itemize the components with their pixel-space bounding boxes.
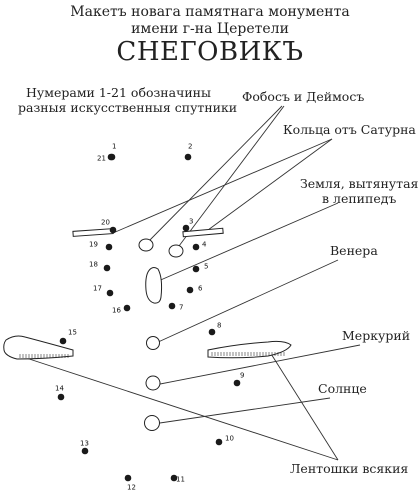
title-line-2: имени г-на Церетели xyxy=(131,21,289,37)
satellite-number: 2 xyxy=(188,143,192,151)
venus-leader-line xyxy=(155,259,339,344)
earth xyxy=(145,267,163,304)
satellite-dot xyxy=(215,438,223,446)
satellite-number: 13 xyxy=(80,440,89,448)
satellite-number: 3 xyxy=(189,218,193,226)
satellite-number: 19 xyxy=(89,241,98,249)
satellite-dot xyxy=(184,153,192,161)
satellite-number: 17 xyxy=(93,285,102,293)
satellite-number: 9 xyxy=(240,372,244,380)
mercury-leader-line xyxy=(154,344,361,386)
sun-leader-line xyxy=(152,397,331,425)
satellite-number: 21 xyxy=(97,155,106,163)
satellite-dot xyxy=(123,304,131,312)
satellite-dot xyxy=(182,224,190,232)
main-title: СНЕГОВИКЪ xyxy=(116,37,304,67)
satellite-dot xyxy=(186,286,194,294)
phobos-deimos-label: Фобосъ и Деймосъ xyxy=(242,89,365,104)
satellite-number: 11 xyxy=(176,476,185,484)
satellite-number: 4 xyxy=(202,241,207,249)
satellite-number: 1 xyxy=(112,143,116,151)
saturn-rings-label: Кольца отъ Сатурна xyxy=(283,122,416,137)
saturn-ring-left xyxy=(72,228,114,237)
monument-body xyxy=(3,227,292,431)
ski-right xyxy=(207,340,292,359)
venus xyxy=(146,336,160,350)
satellite-number: 14 xyxy=(55,385,64,393)
earth-label-line-2: в лепипедъ xyxy=(322,191,397,206)
satellite-dot xyxy=(106,289,114,297)
earth-leader-line xyxy=(155,202,339,283)
satellite-dot xyxy=(170,474,178,482)
satellite-number: 18 xyxy=(89,261,98,269)
satellite-dot xyxy=(109,226,117,234)
satellite-number: 12 xyxy=(127,484,136,492)
satellite-number: 5 xyxy=(204,263,208,271)
phobos xyxy=(138,238,154,252)
satellites-label-line-2: разныя искусственныя спутники xyxy=(18,100,238,115)
satellite-dot xyxy=(57,393,65,401)
satellites-label-line-1: Нумерами 1-21 обозначины xyxy=(26,85,211,100)
mercury xyxy=(145,375,161,391)
ski-left xyxy=(3,335,74,360)
earth-label-line-1: Земля, вытянутая xyxy=(300,176,419,191)
saturn-ring-right xyxy=(182,227,224,238)
satellite-dot xyxy=(81,447,89,455)
satellite-dot xyxy=(107,153,115,161)
satellite-number: 16 xyxy=(112,307,121,315)
deimos xyxy=(168,244,184,258)
satellite-dot xyxy=(59,337,67,345)
sun-label: Солнце xyxy=(318,381,367,396)
sun xyxy=(144,415,160,431)
satellite-dot xyxy=(103,264,111,272)
satellite-number: 6 xyxy=(198,285,203,293)
satellite-number: 8 xyxy=(217,322,221,330)
title-line-1: Макетъ новага памятнага монумента xyxy=(70,4,350,20)
satellite-number: 20 xyxy=(101,219,110,227)
skis-leader-line-2 xyxy=(267,348,339,461)
satellite-dot xyxy=(105,243,113,251)
satellite-dot xyxy=(208,328,216,336)
skis-leader-line-1 xyxy=(16,354,339,461)
mercury-label: Меркурий xyxy=(342,328,411,343)
venus-label: Венера xyxy=(330,243,378,258)
satellite-number: 10 xyxy=(225,435,234,443)
saturn-leader-line-2 xyxy=(207,138,333,231)
skis-label: Лентошки всякия xyxy=(290,461,409,476)
satellite-dot xyxy=(233,379,241,387)
satellite-dot xyxy=(124,474,132,482)
ski-hatching xyxy=(19,352,285,358)
saturn-leader-line-1 xyxy=(112,138,333,234)
leader-lines xyxy=(16,105,361,461)
phobos-leader-line-2 xyxy=(175,105,285,251)
satellite-number: 15 xyxy=(68,329,77,337)
satellite-dot xyxy=(168,302,176,310)
satellite-number: 7 xyxy=(179,304,183,312)
phobos-leader-line-1 xyxy=(144,105,283,246)
satellite-dot xyxy=(192,265,200,273)
satellite-dot xyxy=(192,243,200,251)
